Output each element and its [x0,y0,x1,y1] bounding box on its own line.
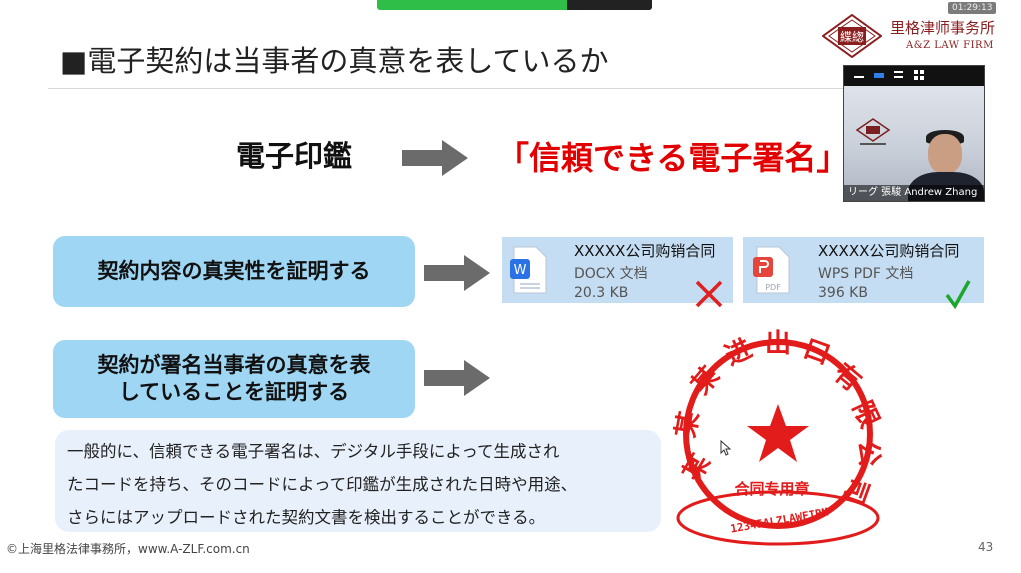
explanation-line: さらにはアップロードされた契約文書を検出することができる。 [67,508,546,527]
electronic-seal-heading: 電子印鑑 [236,139,353,173]
explanation-panel: 一般的に、信頼できる電子署名は、デジタル手段によって生成され たコードを持ち、そ… [55,430,661,532]
firm-name-en: A&Z LAW FIRM [906,40,994,51]
company-seal-stamp: 某 某 某 进 出 口 有 限 公 司 合同专用章 12345ALZLAWFIR… [671,329,884,546]
cross-mark-icon [695,280,723,308]
svg-text:某: 某 [671,409,705,440]
file-type: WPS PDF 文档 [818,266,914,282]
authenticity-box: 契約内容の真実性を証明する [53,236,415,307]
mouse-cursor-icon [720,440,732,456]
meeting-timer: 01:29:13 [948,2,997,14]
video-toolbar[interactable] [844,66,984,86]
svg-text:某: 某 [678,449,717,487]
wall-logo-icon [856,118,890,145]
pdf-file-card[interactable]: PDF XXXXX公司购销合同 WPS PDF 文档 396 KB [743,237,984,309]
participant-video[interactable]: リーグ 張駿 Andrew Zhang [843,65,985,202]
minimize-icon[interactable] [854,76,864,78]
svg-text:緤緫: 緤緫 [840,29,864,44]
file-name: XXXXX公司购销合同 [574,242,716,260]
arrow-right-icon [424,255,490,291]
svg-text:公: 公 [852,439,884,468]
file-size: 20.3 KB [574,285,629,301]
svg-text:合同专用章: 合同专用章 [733,480,809,498]
svg-text:W: W [514,263,527,278]
page-number: 43 [978,540,994,554]
firm-emblem-icon: 緤緫 [822,14,882,58]
check-mark-icon [945,280,971,309]
explanation-line: 一般的に、信頼できる電子署名は、デジタル手段によって生成され [67,442,560,461]
list-view-icon[interactable] [894,71,903,78]
svg-text:出: 出 [765,329,791,359]
svg-text:口: 口 [799,334,834,371]
intent-label-line2: していることを証明する [118,380,350,404]
grid-view-icon[interactable] [914,70,924,80]
pdf-doc-icon: PDF [753,246,790,294]
svg-text:进: 进 [720,334,756,372]
svg-text:PDF: PDF [765,283,781,292]
authenticity-label: 契約内容の真実性を証明する [97,259,371,283]
file-type: DOCX 文档 [574,266,648,282]
firm-name-cn: 里格津师事务所 [890,19,996,37]
video-frame [844,86,984,201]
title-divider [48,88,848,89]
participant-name: リーグ 張駿 Andrew Zhang [844,185,984,201]
firm-logo: 緤緫 里格津师事务所 A&Z LAW FIRM [822,14,1012,58]
intent-label-line1: 契約が署名当事者の真意を表 [97,353,371,377]
arrow-right-icon [424,360,490,396]
svg-text:12345ALZLAWFIRM: 12345ALZLAWFIRM [729,505,829,535]
file-name: XXXXX公司购销合同 [818,242,960,260]
word-doc-icon: W [510,246,547,294]
intent-box: 契約が署名当事者の真意を表 していることを証明する [53,340,415,418]
docx-file-card[interactable]: W XXXXX公司购销合同 DOCX 文档 20.3 KB [502,237,733,308]
slide-title: ■電子契約は当事者の真意を表しているか [60,44,609,78]
trusted-signature-heading: 「信頼できる電子署名」 [497,139,849,177]
view-mode-icon[interactable] [874,73,884,78]
slide-footer: ©上海里格法律事務所，www.A-ZLF.com.cn [6,542,250,556]
arrow-right-icon [402,140,468,176]
file-size: 396 KB [818,285,868,301]
explanation-line: たコードを持ち、そのコードによって印鑑が生成された日時や用途、 [67,475,578,494]
participant-face [928,134,962,174]
screen-share-toolbar[interactable] [377,0,652,10]
svg-text:限: 限 [846,396,884,432]
